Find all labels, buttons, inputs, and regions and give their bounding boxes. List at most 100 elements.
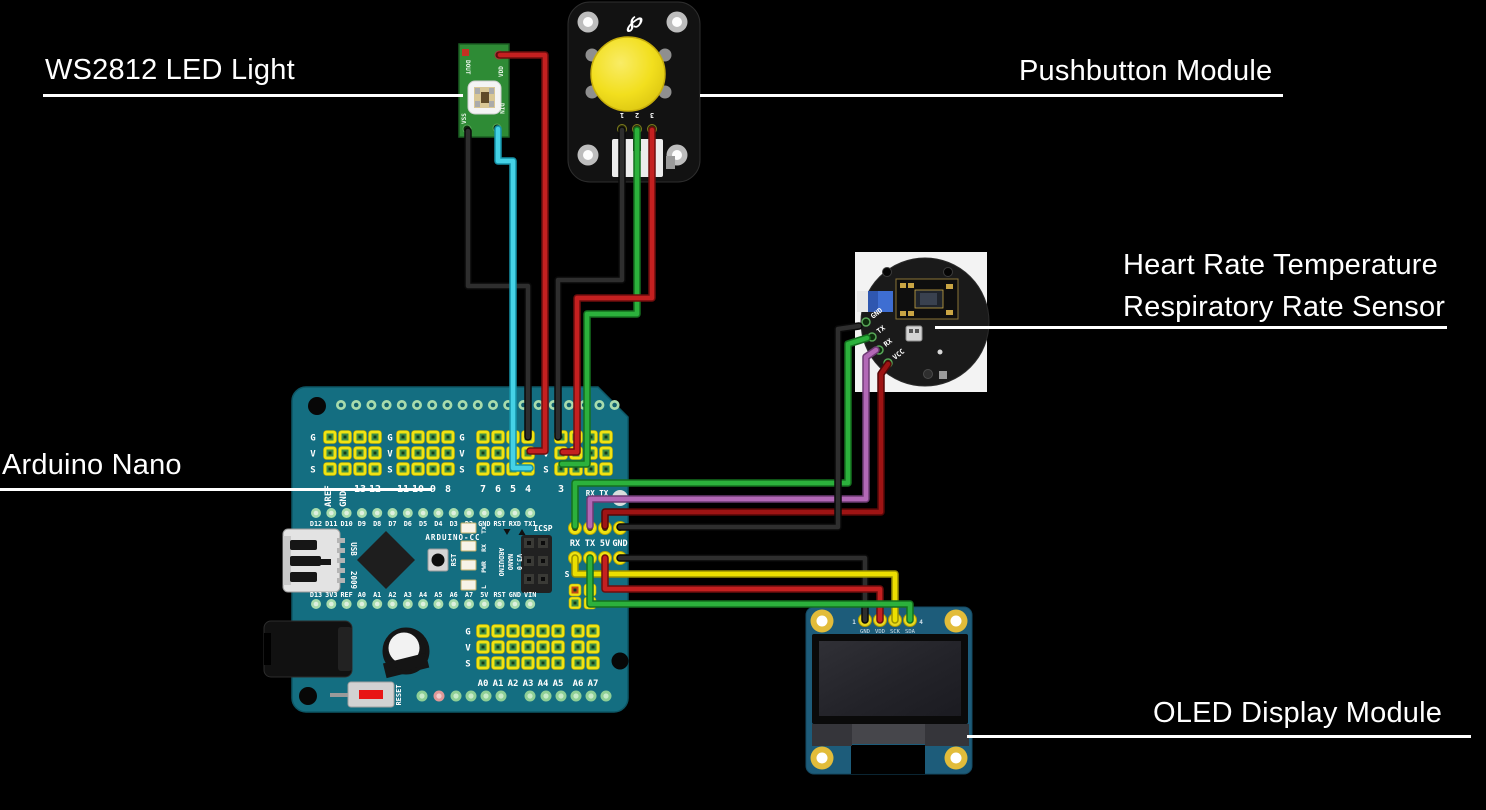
header-pin bbox=[481, 435, 485, 439]
header-pin bbox=[373, 467, 377, 471]
header-pin bbox=[481, 467, 485, 471]
wire-shield-5v-to-sensor-vcc bbox=[602, 361, 891, 529]
header-pin bbox=[481, 451, 485, 455]
pin-hole bbox=[490, 402, 496, 408]
silk-label: S bbox=[310, 466, 315, 476]
reset-microbutton bbox=[427, 548, 449, 572]
header-pin bbox=[604, 451, 608, 455]
silk-label: G bbox=[310, 434, 315, 444]
header-pin bbox=[496, 661, 500, 665]
mounting-hole bbox=[308, 397, 326, 415]
wire-ws2812-din-to-shield-s4 bbox=[495, 126, 533, 471]
led-indicator bbox=[460, 540, 477, 552]
silk-label: SDA bbox=[905, 629, 916, 635]
header-pin bbox=[481, 629, 485, 633]
solder-pad bbox=[946, 284, 953, 289]
silk-label: TX1 bbox=[524, 520, 536, 528]
chip-dot bbox=[909, 329, 913, 333]
connector-nub bbox=[666, 156, 675, 169]
header-pin bbox=[526, 661, 530, 665]
header-pin bbox=[589, 467, 593, 471]
silk-label: 2 bbox=[635, 111, 639, 119]
sensor-pin bbox=[861, 317, 871, 327]
silk-label: USB bbox=[349, 542, 358, 556]
header-pin bbox=[556, 629, 560, 633]
pin-hole bbox=[460, 402, 465, 408]
icsp-pin bbox=[541, 577, 545, 581]
silk-label: 3V3 bbox=[325, 591, 337, 599]
header-pin bbox=[576, 645, 580, 649]
keyes-logo-icon: ℘ bbox=[626, 7, 644, 33]
led-contact bbox=[489, 88, 494, 94]
silk-label: A1 bbox=[493, 679, 504, 689]
status-led bbox=[527, 693, 533, 699]
wire-shield-to-oled-sda bbox=[586, 554, 914, 624]
silk-label: 1 bbox=[620, 111, 624, 119]
led-indicator bbox=[460, 522, 477, 534]
pin-hole bbox=[329, 510, 334, 516]
header-pin bbox=[511, 661, 515, 665]
header-pin bbox=[604, 467, 608, 471]
header-pin bbox=[526, 645, 530, 649]
header-pin bbox=[416, 467, 420, 471]
wire-ws2812-vss-to-shield-g4 bbox=[464, 127, 532, 441]
silk-label: A7 bbox=[588, 679, 599, 689]
header-pin bbox=[511, 629, 515, 633]
led-contact bbox=[475, 101, 480, 107]
header-pin bbox=[431, 435, 435, 439]
leader-arduino bbox=[0, 488, 432, 491]
header-pin bbox=[401, 435, 405, 439]
icsp-pin bbox=[527, 541, 531, 545]
silk-label: A2 bbox=[388, 591, 396, 599]
header-pin bbox=[576, 661, 580, 665]
silk-label: TX bbox=[480, 526, 488, 534]
silk-label: VDD bbox=[875, 629, 885, 635]
oled-module bbox=[805, 606, 973, 775]
wire-button-pin2-to-shield-s3 bbox=[559, 127, 640, 467]
silk-label: D5 bbox=[419, 520, 427, 528]
yellow-pushbutton[interactable] bbox=[590, 36, 666, 112]
solder-pad bbox=[908, 283, 914, 288]
pin-hole bbox=[436, 601, 441, 607]
pin-hole bbox=[369, 402, 374, 408]
silk-label: S bbox=[387, 466, 392, 476]
sensor-hole bbox=[882, 267, 892, 277]
pin-hole bbox=[451, 510, 457, 516]
pin-hole bbox=[497, 601, 502, 607]
header-pin bbox=[511, 645, 515, 649]
silk-label: PWR bbox=[480, 561, 488, 573]
silk-label: VSS bbox=[461, 113, 468, 124]
dout-marker bbox=[462, 49, 469, 56]
silk-label: A1 bbox=[373, 591, 381, 599]
header-pin bbox=[591, 661, 595, 665]
label-arduino: Arduino Nano bbox=[2, 449, 182, 481]
header-pin bbox=[559, 467, 563, 471]
mcu-chip bbox=[357, 531, 415, 589]
silk-label: V bbox=[387, 450, 393, 460]
pin-hole bbox=[445, 402, 450, 408]
pin-hole bbox=[566, 402, 572, 408]
silk-label: D3 bbox=[450, 520, 458, 528]
pin-hole bbox=[374, 601, 380, 607]
silk-label: RST bbox=[493, 591, 505, 599]
silk-label: GND bbox=[612, 539, 627, 549]
header-pin bbox=[373, 451, 377, 455]
silk-label: 3 bbox=[558, 484, 564, 495]
sensor-window bbox=[920, 293, 937, 305]
header-pin bbox=[328, 467, 332, 471]
wire-ws2812-vdd-to-shield-v4 bbox=[496, 51, 549, 455]
header-pin bbox=[496, 645, 500, 649]
header-pin bbox=[373, 435, 377, 439]
pin-hole bbox=[359, 510, 365, 516]
flex-connector bbox=[925, 724, 969, 746]
header-pin bbox=[496, 629, 500, 633]
wire-shield-5v-to-sensor-vcc bbox=[601, 360, 892, 530]
silk-label: ARDUINO-CC bbox=[425, 533, 480, 542]
pin-hole bbox=[536, 402, 541, 408]
sensor-hole bbox=[943, 267, 953, 277]
sensor-pcb bbox=[860, 257, 990, 387]
solder-pad bbox=[900, 283, 906, 288]
header-pin bbox=[358, 435, 362, 439]
silk-label: D11 bbox=[325, 520, 337, 528]
pin-hole bbox=[475, 402, 481, 408]
